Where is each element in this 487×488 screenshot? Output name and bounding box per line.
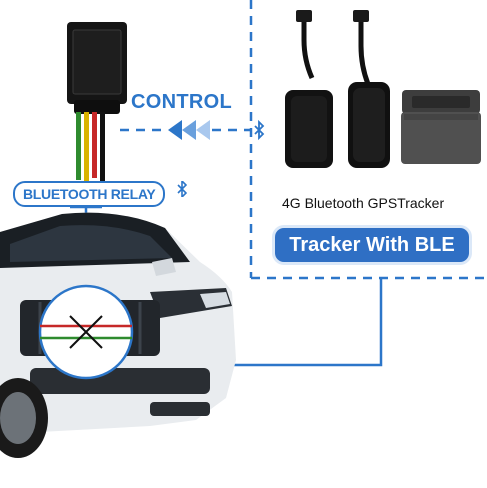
- dashed-frame: [120, 0, 487, 280]
- relay-device-image: [67, 22, 127, 182]
- tracker-devices-image: [285, 10, 481, 168]
- control-label: CONTROL: [131, 91, 232, 113]
- bluetooth-icon: [254, 119, 265, 141]
- signal-arrows-icon: [168, 120, 210, 140]
- bluetooth-icon: [177, 179, 188, 201]
- cut-wire-indicator: [38, 284, 134, 380]
- tracker-ble-badge: Tracker With BLE: [275, 228, 469, 262]
- tracker-caption: 4G Bluetooth GPSTracker: [282, 195, 445, 211]
- bluetooth-relay-label: BLUETOOTH RELAY: [13, 181, 166, 207]
- cross-icon: [69, 315, 103, 349]
